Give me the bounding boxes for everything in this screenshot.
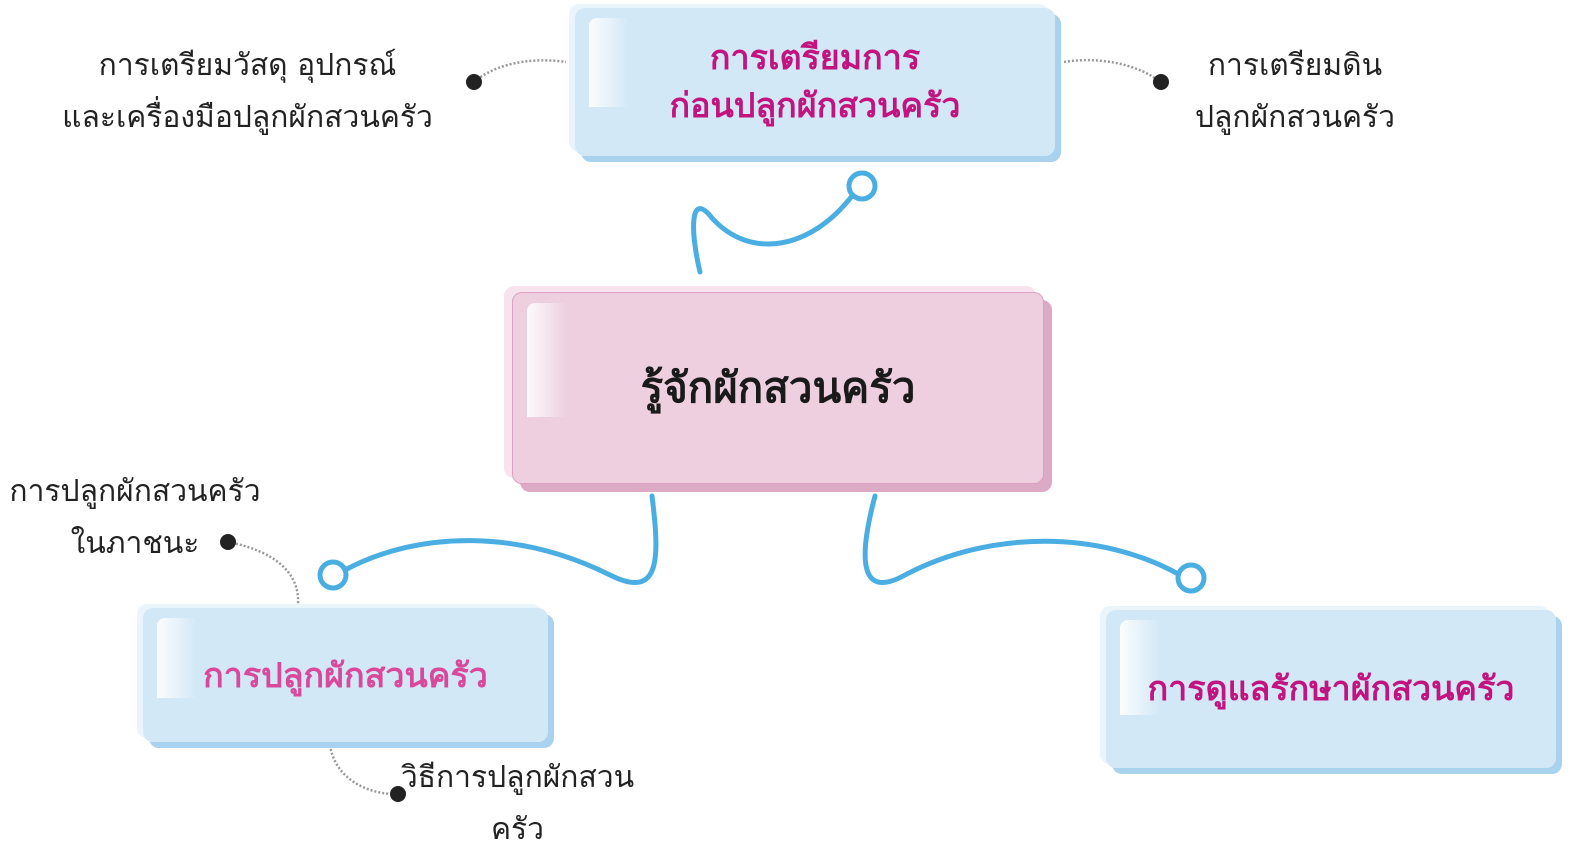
node-top <box>846 170 878 202</box>
connector-right <box>862 493 1183 585</box>
left-bottom-note: วิธีการปลูกผักสวน ครัว <box>400 760 635 847</box>
connector-top <box>691 193 855 275</box>
right-box-title: การดูแลรักษาผักสวนครัว <box>1147 669 1515 709</box>
node-right <box>1175 562 1207 594</box>
top-box-line2: ก่อนปลูกผักสวนครัว <box>669 86 961 126</box>
node-left <box>317 559 349 591</box>
left-top-note: การปลูกผักสวนครัว ในภาชนะ <box>9 474 261 561</box>
center-title: รู้จักผักสวนครัว <box>640 363 916 412</box>
top-right-note: การเตรียมดิน ปลูกผักสวนครัว <box>1194 48 1396 135</box>
gloss-decoration <box>157 618 197 699</box>
connector-left <box>342 493 659 585</box>
center-box[interactable]: รู้จักผักสวนครัว <box>512 292 1044 484</box>
gloss-decoration <box>589 18 629 107</box>
top-left-note: การเตรียมวัสดุ อุปกรณ์ และเครื่องมือปลูก… <box>62 48 433 135</box>
gloss-decoration <box>527 303 567 417</box>
left-box[interactable]: การปลูกผักสวนครัว <box>143 608 548 742</box>
left-box-title: การปลูกผักสวนครัว <box>203 656 488 696</box>
right-box[interactable]: การดูแลรักษาผักสวนครัว <box>1106 610 1556 768</box>
top-box[interactable]: การเตรียมการ ก่อนปลูกผักสวนครัว <box>575 8 1055 156</box>
gloss-decoration <box>1120 620 1160 715</box>
top-box-line1: การเตรียมการ <box>709 38 921 78</box>
